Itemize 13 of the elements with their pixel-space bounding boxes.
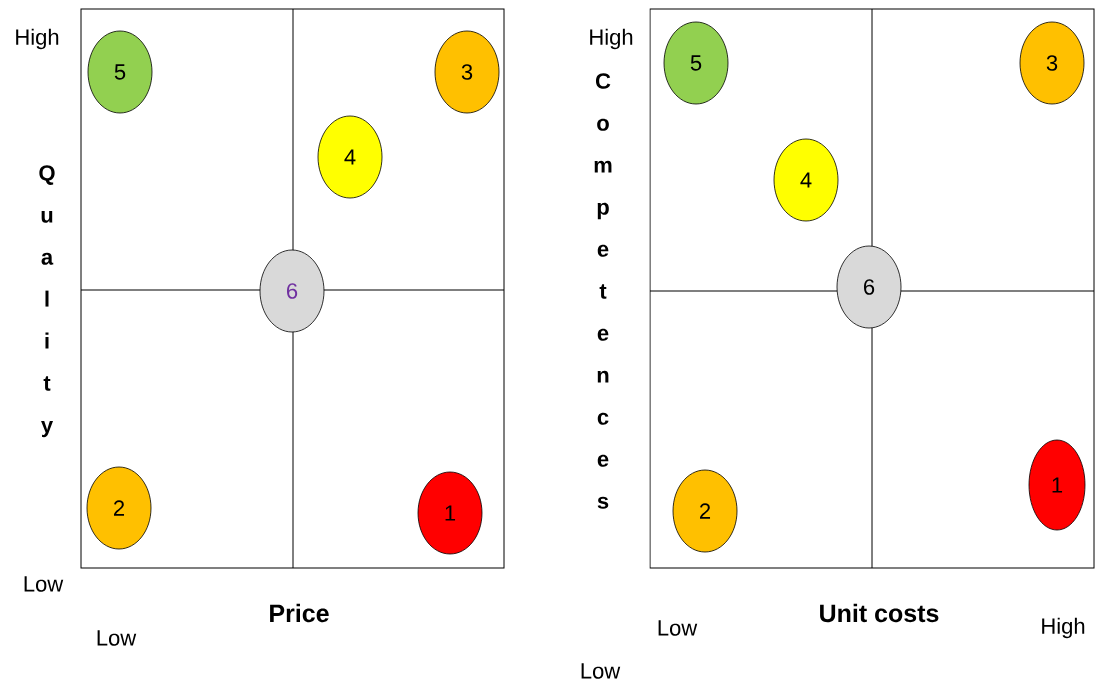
axis-value: Low <box>581 663 621 679</box>
axis-value: High <box>1042 617 1085 639</box>
matrix-frame <box>80 8 505 569</box>
axis-title: Unit costs <box>820 603 939 623</box>
axis-value: Low <box>97 630 137 646</box>
axis-value: High <box>16 28 59 50</box>
axis-value: Low <box>658 620 698 636</box>
axis-value: High <box>590 28 633 50</box>
axis-value: Low <box>24 576 64 592</box>
axis-title: Price <box>270 603 329 623</box>
axis-title: Competences <box>594 73 612 509</box>
matrix-frame <box>649 8 1095 569</box>
axis-title: Quality <box>39 165 55 438</box>
